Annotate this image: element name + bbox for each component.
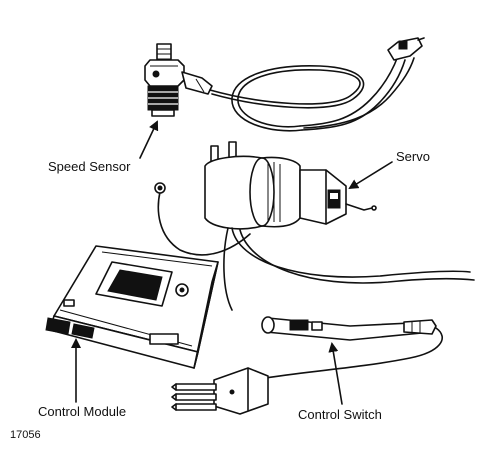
servo-drawing: [154, 141, 475, 311]
control-switch-arrow: [328, 342, 343, 405]
speed-sensor-label: Speed Sensor: [48, 159, 131, 174]
speed-sensor-arrow: [139, 120, 159, 159]
servo-arrow: [348, 161, 393, 190]
figure-number: 17056: [10, 429, 41, 441]
servo-label: Servo: [396, 149, 430, 164]
control-switch-drawing: [171, 316, 443, 415]
control-switch-label: Control Switch: [298, 407, 382, 422]
control-module-drawing: [45, 245, 219, 369]
control-module-label: Control Module: [38, 404, 127, 419]
speed-sensor-drawing: [144, 37, 425, 132]
